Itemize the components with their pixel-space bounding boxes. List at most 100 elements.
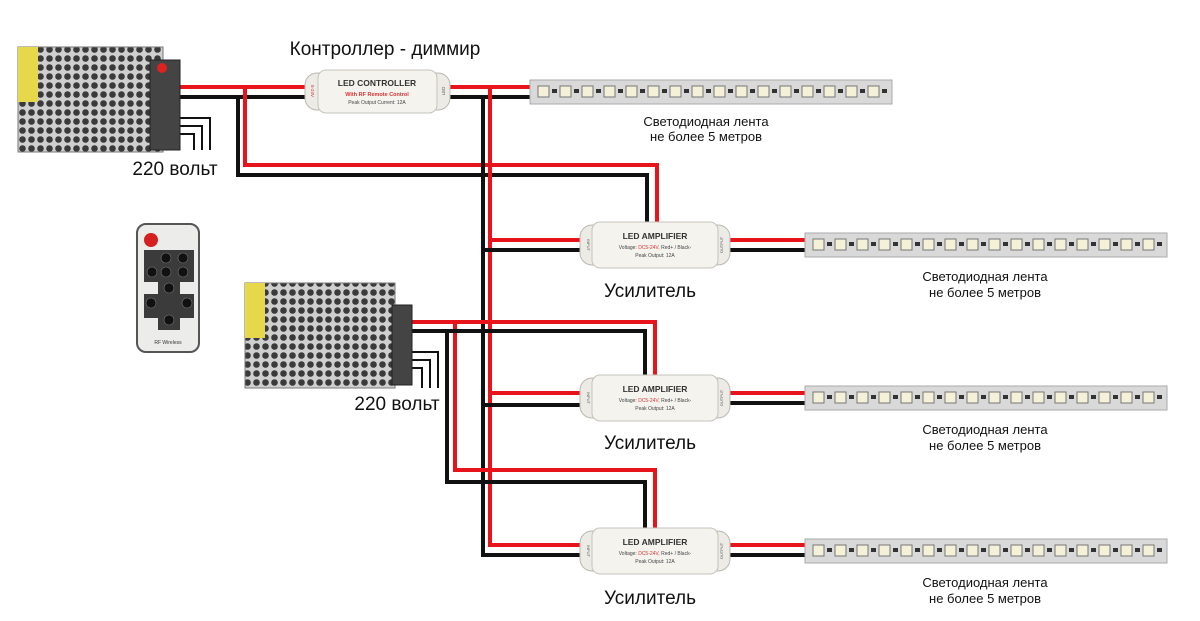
resistor xyxy=(1135,548,1140,552)
svg-text:OUTPUT: OUTPUT xyxy=(719,389,724,406)
svg-text:Voltage: DC5-24V, Red+ / Black: Voltage: DC5-24V, Red+ / Black- xyxy=(619,551,692,557)
resistor xyxy=(1003,395,1008,399)
led-strip-4 xyxy=(804,538,1168,564)
resistor xyxy=(1003,242,1008,246)
svg-text:LED AMPLIFIER: LED AMPLIFIER xyxy=(623,384,688,394)
resistor xyxy=(838,89,843,93)
svg-text:INPUT: INPUT xyxy=(586,545,591,558)
svg-text:Светодиодная лента: Светодиодная лента xyxy=(643,114,769,129)
svg-text:не более 5 метров: не более 5 метров xyxy=(929,438,1041,453)
led-chip xyxy=(856,238,869,251)
resistor xyxy=(871,395,876,399)
led-chip xyxy=(1098,391,1111,404)
led-chip xyxy=(834,391,847,404)
resistor xyxy=(1025,548,1030,552)
led-chip xyxy=(1120,391,1133,404)
resistor xyxy=(1091,242,1096,246)
led-controller: LED CONTROLLER With RF Remote Control Pe… xyxy=(304,69,451,114)
resistor xyxy=(1069,395,1074,399)
led-chip xyxy=(1142,544,1155,557)
led-chip xyxy=(922,238,935,251)
svg-text:LED AMPLIFIER: LED AMPLIFIER xyxy=(623,537,688,547)
led-chip xyxy=(823,85,836,98)
indicator-led-icon xyxy=(157,63,167,73)
resistor xyxy=(1113,548,1118,552)
remote-brand: RF Wireless xyxy=(154,340,182,346)
resistor xyxy=(849,242,854,246)
led-chip xyxy=(922,391,935,404)
svg-text:LED: LED xyxy=(441,86,446,96)
resistor xyxy=(1113,395,1118,399)
resistor xyxy=(849,395,854,399)
resistor xyxy=(860,89,865,93)
resistor xyxy=(959,395,964,399)
led-chip xyxy=(966,238,979,251)
led-chip xyxy=(1142,238,1155,251)
svg-text:не более 5 метров: не более 5 метров xyxy=(650,129,762,144)
led-chip xyxy=(1120,238,1133,251)
resistor xyxy=(915,548,920,552)
resistor xyxy=(981,548,986,552)
resistor xyxy=(618,89,623,93)
led-chip xyxy=(1054,391,1067,404)
resistor xyxy=(1025,395,1030,399)
positive-wire xyxy=(730,238,805,547)
led-chip xyxy=(537,85,550,98)
positive-wire xyxy=(488,87,580,547)
resistor xyxy=(1113,242,1118,246)
resistor xyxy=(552,89,557,93)
led-chip xyxy=(900,544,913,557)
amplifier-label-3: Усилитель xyxy=(604,588,696,609)
led-chip xyxy=(735,85,748,98)
led-chip xyxy=(944,238,957,251)
led-chip xyxy=(856,544,869,557)
resistor xyxy=(827,395,832,399)
resistor xyxy=(849,548,854,552)
led-chip xyxy=(845,85,858,98)
resistor xyxy=(893,548,898,552)
led-chip xyxy=(801,85,814,98)
svg-text:Peak Output: 12A: Peak Output: 12A xyxy=(635,253,675,259)
resistor xyxy=(662,89,667,93)
led-chip xyxy=(878,238,891,251)
led-chip xyxy=(713,85,726,98)
svg-text:Светодиодная лента: Светодиодная лента xyxy=(922,269,1048,284)
led-chip xyxy=(856,391,869,404)
led-chip xyxy=(812,238,825,251)
led-chip xyxy=(944,544,957,557)
resistor xyxy=(1047,548,1052,552)
resistor xyxy=(893,395,898,399)
svg-text:5-24V: 5-24V xyxy=(310,85,315,97)
resistor xyxy=(1003,548,1008,552)
led-chip xyxy=(669,85,682,98)
led-chip xyxy=(966,544,979,557)
negative-wire xyxy=(236,97,649,230)
led-chip xyxy=(581,85,594,98)
led-chip xyxy=(1010,391,1023,404)
led-chip xyxy=(1032,391,1045,404)
negative-wire xyxy=(410,329,647,535)
positive-wire xyxy=(410,320,657,533)
led-chip xyxy=(1032,238,1045,251)
led-chip xyxy=(988,391,1001,404)
resistor xyxy=(827,548,832,552)
power-button-icon xyxy=(144,233,158,247)
negative-wire xyxy=(730,248,805,557)
resistor xyxy=(1157,548,1162,552)
led-chip xyxy=(1098,544,1111,557)
led-chip xyxy=(757,85,770,98)
resistor xyxy=(816,89,821,93)
led-chip xyxy=(878,544,891,557)
svg-text:INPUT: INPUT xyxy=(586,239,591,252)
resistor xyxy=(937,242,942,246)
negative-wire xyxy=(481,97,580,557)
wires xyxy=(180,85,805,557)
led-chip xyxy=(1054,544,1067,557)
led-chip xyxy=(647,85,660,98)
resistor xyxy=(871,548,876,552)
led-chip xyxy=(691,85,704,98)
power-supply-1 xyxy=(17,46,181,153)
svg-text:OUTPUT: OUTPUT xyxy=(719,542,724,559)
led-chip xyxy=(625,85,638,98)
led-strip-3 xyxy=(804,385,1168,411)
